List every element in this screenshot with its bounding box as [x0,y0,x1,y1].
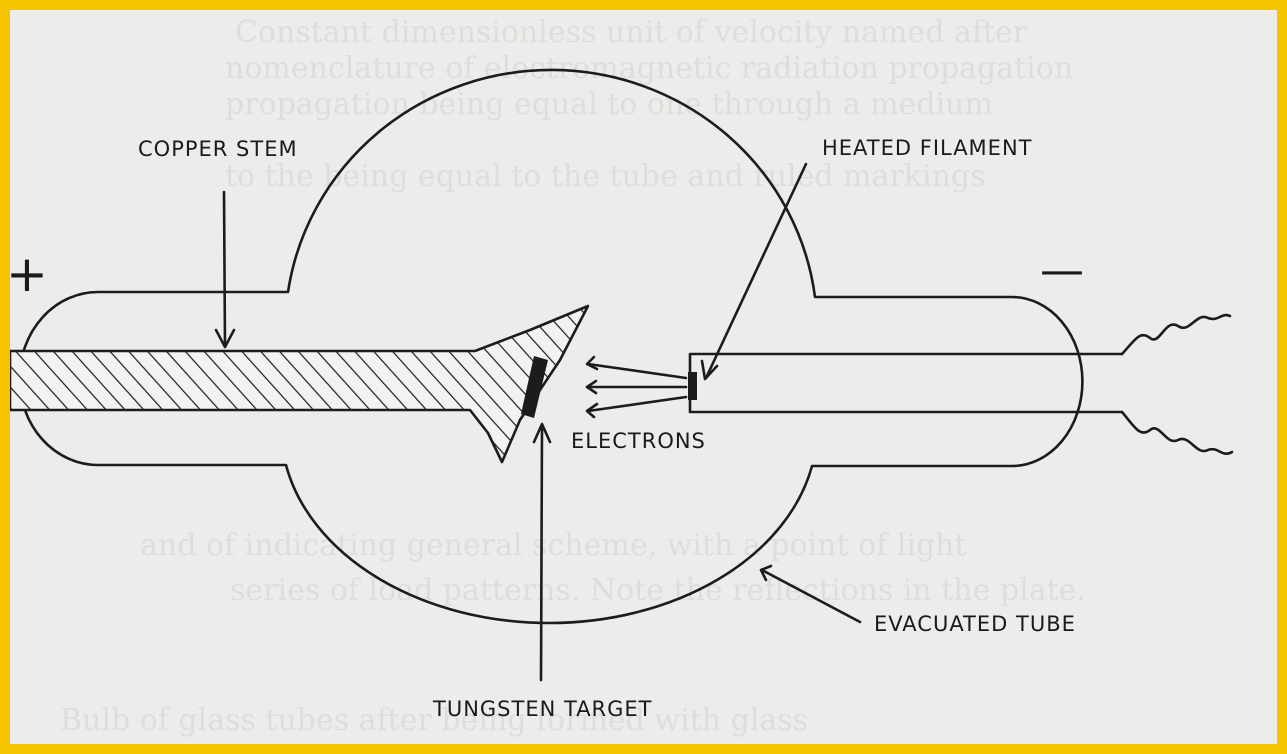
lead-wire-top [1120,313,1232,356]
electrons-label: ELECTRONS [571,429,706,453]
copper-stem [10,304,590,464]
evacuated-tube-label: EVACUATED TUBE [874,612,1076,636]
svg-text:and of indicating general sche: and of indicating general scheme, with a… [140,528,967,563]
svg-text:Constant dimensionless unit of: Constant dimensionless unit of velocity … [235,15,1028,50]
heated-filament [688,372,697,400]
svg-text:nomenclature of electromagneti: nomenclature of electromagnetic radiatio… [225,51,1073,86]
cathode-assembly [688,352,1124,414]
svg-text:Bulb of glass tubes after bein: Bulb of glass tubes after being formed w… [60,703,808,738]
cathode-polarity-sign: — [1040,245,1085,296]
anode-polarity-sign: + [6,245,49,303]
lead-wire-bottom [1120,410,1234,455]
svg-text:propagation being equal to one: propagation being equal to one through a… [225,87,993,122]
tungsten-target [521,356,548,418]
background-bleed-text: Constant dimensionless unit of velocity … [60,15,1086,738]
heated-filament-pointer [700,162,808,381]
copper-stem-label: COPPER STEM [138,137,298,161]
svg-text:to the being equal to the tube: to the being equal to the tube and ruled… [225,159,986,194]
tungsten-target-pointer [532,422,552,682]
evacuated-tube-outline [18,68,1084,625]
tungsten-target-label: TUNGSTEN TARGET [432,697,653,721]
evacuated-tube-pointer [759,564,862,624]
electron-arrows [585,355,688,419]
svg-text:series of load patterns. Note: series of load patterns. Note the reflec… [230,573,1086,608]
heated-filament-label: HEATED FILAMENT [822,136,1032,160]
copper-stem-pointer [214,190,236,349]
